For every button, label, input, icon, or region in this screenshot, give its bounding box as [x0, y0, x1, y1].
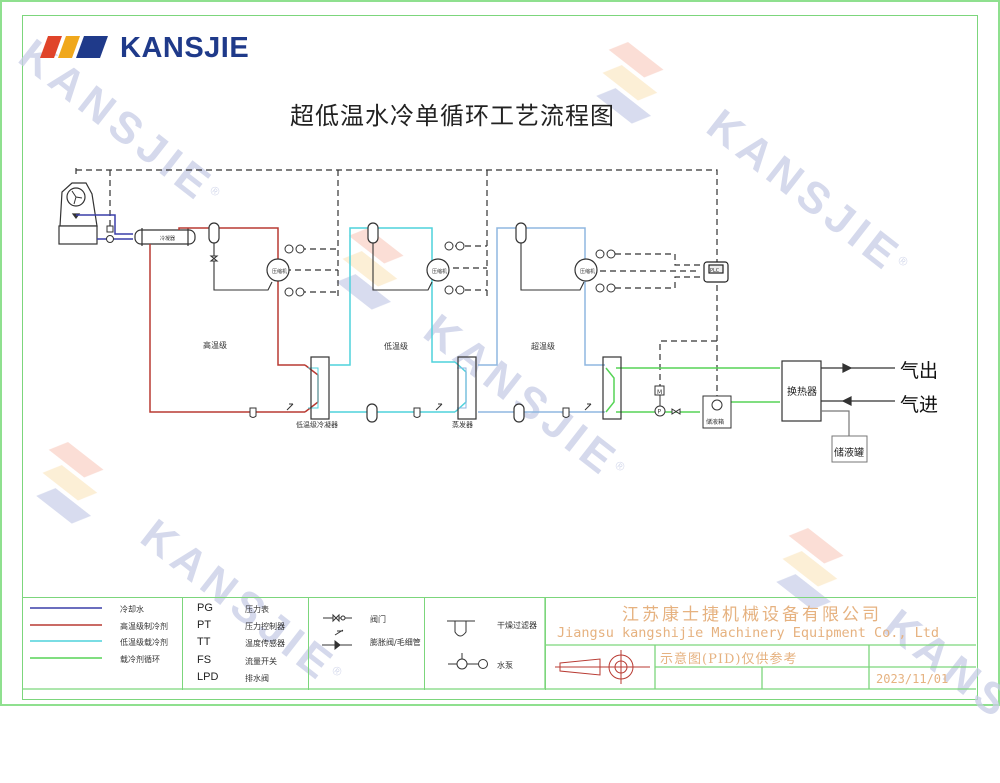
stage1-loop — [209, 243, 273, 291]
abbr-code: PT — [197, 619, 212, 631]
legend-label: 高温级制冷剂 — [120, 622, 168, 631]
abbr-code: PG — [197, 602, 213, 614]
symbol-label: 干燥过滤器 — [497, 621, 537, 630]
gauges-stage3 — [595, 249, 616, 293]
logo-text: KANSJIE — [120, 32, 250, 64]
ultra-evaporator — [602, 356, 622, 420]
legend-lines-cell — [22, 598, 183, 690]
storage-tank-label: 储液罐 — [834, 448, 864, 459]
signal-lines — [75, 168, 718, 398]
compressor-label-3: 压缩机 — [580, 268, 595, 275]
compressor-stage3 — [574, 258, 598, 282]
stage2-loop — [372, 243, 433, 291]
receiver-stage3 — [513, 222, 527, 423]
projection-symbol — [555, 650, 650, 684]
abbr-meaning: 温度传感器 — [245, 639, 285, 648]
water-pump-icon — [448, 653, 488, 670]
process-diagram: 冷凝器 压缩机 压缩机 — [22, 36, 976, 690]
evaporator-label: 蒸发器 — [452, 421, 473, 429]
dryer-filters — [249, 407, 570, 418]
gas-in-label: 气进 — [900, 394, 939, 416]
cascade-condenser-label: 低温级冷凝器 — [296, 421, 338, 429]
cascade-condenser — [310, 356, 330, 420]
condenser — [134, 228, 196, 246]
gas-out-label: 气出 — [900, 360, 939, 382]
drawing-date: 2023/11/01 — [876, 672, 949, 686]
valve-icon — [323, 613, 352, 623]
legend — [22, 597, 976, 690]
receiver — [208, 222, 220, 244]
abbr-code: TT — [197, 636, 211, 648]
stage-label-ultra: 超温级 — [531, 342, 555, 351]
expansion-valve-icon — [322, 629, 352, 651]
storage-tank — [831, 435, 868, 463]
compressor-label-2: 压缩机 — [432, 268, 447, 275]
cooling-tower — [58, 182, 98, 245]
reservoir — [702, 395, 732, 429]
stage3-loop — [520, 243, 585, 291]
inner-frame — [22, 15, 978, 700]
reference-note: 示意图(PID)仅供参考 — [660, 652, 798, 667]
symbol-label: 膨胀阀/毛细管 — [370, 638, 421, 647]
gas-lines — [821, 363, 895, 436]
plc-controller — [703, 261, 729, 283]
stage-label-high: 高温级 — [203, 341, 227, 350]
receiver-stage2 — [366, 222, 379, 423]
symbol-label: 阀门 — [370, 615, 386, 624]
dryer-filter-icon — [447, 620, 475, 637]
title-block-grid — [22, 597, 976, 690]
legend-symbols-cell-1 — [308, 598, 425, 690]
page-title: 超低温水冷单循环工艺流程图 — [290, 102, 615, 130]
legend-symbols-cell-2 — [424, 598, 546, 690]
reservoir-label: 储液箱 — [706, 418, 724, 426]
legend-label: 载冷剂循环 — [120, 655, 160, 664]
abbr-code: LPD — [197, 671, 219, 683]
expansion-valves — [286, 403, 592, 411]
legend-line-samples — [30, 607, 102, 659]
evaporator — [457, 356, 477, 420]
outer-frame — [0, 0, 1000, 706]
condenser-label: 冷凝器 — [160, 235, 175, 242]
abbr-meaning: 压力控制器 — [245, 622, 285, 631]
ultra-temp-pipes — [457, 227, 605, 413]
watermark-stripes — [36, 42, 844, 610]
cooling-water-valve — [106, 225, 114, 243]
company-name-cn: 江苏康士捷机械设备有限公司 — [622, 605, 882, 625]
abbr-meaning: 流量开关 — [245, 657, 277, 666]
plc-label: PLC — [710, 268, 720, 274]
legend-label: 低温级载冷剂 — [120, 638, 168, 647]
cooling-water-pipes — [76, 214, 133, 240]
legend-label: 冷却水 — [120, 605, 144, 614]
abbr-code: FS — [197, 654, 212, 666]
gauges-stage2 — [444, 241, 465, 295]
pump — [654, 385, 681, 417]
compressor-stage2 — [426, 258, 450, 282]
heat-exchanger-label: 换热器 — [787, 387, 817, 398]
pump-label: P — [658, 409, 662, 416]
abbr-meaning: 排水阀 — [245, 674, 269, 683]
secondary-loop-pipes — [605, 367, 780, 413]
company-name-en: Jiangsu kangshijie Machinery Equipment C… — [557, 625, 940, 641]
gauges-stage1 — [284, 244, 305, 297]
logo-mark — [40, 36, 108, 58]
legend-abbr-cell — [182, 598, 309, 690]
motor-label: M — [657, 389, 662, 396]
heat-exchanger — [781, 360, 822, 422]
high-temp-refrigerant-pipes — [149, 227, 319, 413]
compressor-label: 压缩机 — [272, 268, 287, 275]
symbol-label: 水泵 — [497, 661, 513, 670]
compressor-stage1 — [266, 258, 290, 282]
abbr-meaning: 压力表 — [245, 605, 269, 614]
legend-symbols — [322, 613, 488, 670]
stage-label-low: 低温级 — [384, 342, 408, 351]
